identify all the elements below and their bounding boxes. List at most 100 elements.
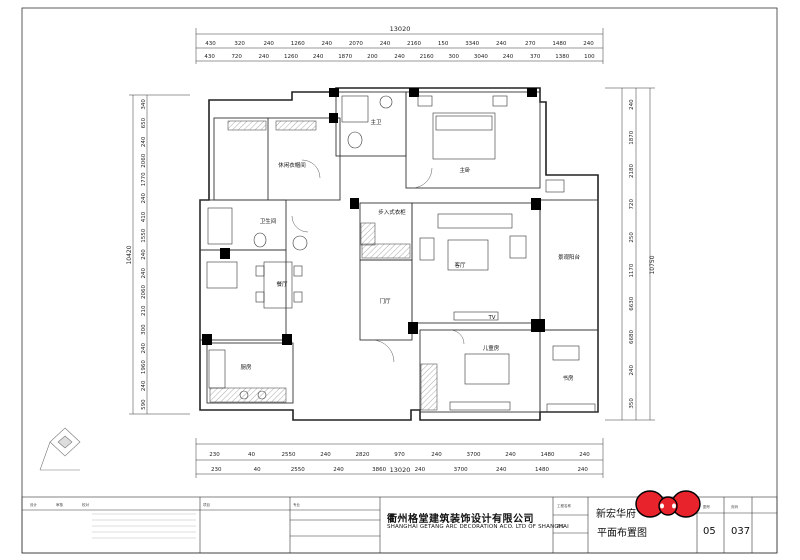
company-name-cn: 衢州格堂建筑装饰设计有限公司 <box>387 514 534 525</box>
right-dim-label: 1170 <box>629 263 635 277</box>
overall-top-dim: 13020 <box>390 25 411 33</box>
left-dim-label: 340 <box>141 99 147 110</box>
top-dim-label: 240 <box>583 41 594 47</box>
top-dim-label: 240 <box>380 41 391 47</box>
left-dim-label: 650 <box>141 117 147 128</box>
right-dim-label: 6630 <box>629 296 635 310</box>
top-dim-label: 1870 <box>338 54 352 60</box>
top-dim-label: 1380 <box>555 54 569 60</box>
title-block <box>21 496 778 554</box>
tb-label-review: 审核 <box>56 502 63 507</box>
left-dim-col: 3406502402060177024041015502402402060210… <box>141 99 147 410</box>
bottom-dim-label: 3700 <box>467 452 481 458</box>
right-dim-label: 250 <box>629 232 635 243</box>
bottom-dim-label: 240 <box>577 467 588 473</box>
bottom-dim-label: 240 <box>496 467 507 473</box>
room-tv: TV <box>487 315 495 321</box>
top-dim-label: 2070 <box>349 41 363 47</box>
sheet-number: 05 <box>703 526 716 537</box>
room-master-bedroom: 主卧 <box>459 166 471 174</box>
tb-label-proj-name: 工程名称 <box>557 503 571 508</box>
right-dim-label: 1870 <box>629 130 635 144</box>
bottom-dim-label: 40 <box>254 467 261 473</box>
bottom-dim-label: 240 <box>431 452 442 458</box>
tb-label-project: 项目 <box>203 502 210 507</box>
right-dim-label: 350 <box>629 398 635 409</box>
interior-walls <box>199 91 599 413</box>
top-dim-label: 3040 <box>474 54 488 60</box>
room-living: 客厅 <box>454 261 466 269</box>
bottom-dim-label: 240 <box>320 452 331 458</box>
left-dim-label: 240 <box>141 136 147 147</box>
structural-columns <box>202 88 545 345</box>
overall-left-dim: 10420 <box>126 245 133 264</box>
left-dim-label: 1960 <box>141 360 147 374</box>
left-dim-label: 210 <box>141 305 147 316</box>
top-dim-label: 1480 <box>552 41 566 47</box>
room-study: 书房 <box>562 374 574 382</box>
bottom-dimensions <box>195 438 604 478</box>
left-dim-label: 240 <box>141 192 147 203</box>
tb-label-drawing-name: 图名 <box>557 523 564 528</box>
bottom-dim-label: 240 <box>579 452 590 458</box>
tb-label-check: 校对 <box>82 502 89 507</box>
top-dim-label: 240 <box>313 54 324 60</box>
top-dim-label: 150 <box>438 41 449 47</box>
room-guest-bath: 卫生间 <box>260 217 277 225</box>
bottom-dim-label: 2820 <box>356 452 370 458</box>
tb-label-page: 页码 <box>731 504 739 509</box>
room-dining: 餐厅 <box>276 280 288 288</box>
room-cloakroom: 休闲衣帽间 <box>278 161 306 169</box>
right-dimensions <box>605 87 655 421</box>
left-dim-label: 2060 <box>141 153 147 167</box>
top-dim-label: 240 <box>259 54 270 60</box>
door-swings <box>291 159 465 363</box>
right-dim-label: 240 <box>629 99 635 110</box>
right-dim-label: 240 <box>629 364 635 375</box>
top-dimensions: 13020 <box>195 25 604 64</box>
room-master-bath: 主卫 <box>370 118 382 126</box>
top-dim-label: 2160 <box>407 41 421 47</box>
bottom-dim-label: 230 <box>211 467 222 473</box>
overall-bottom-dim: 13020 <box>390 466 411 474</box>
bottom-dim-label: 3700 <box>454 467 468 473</box>
room-foyer: 门厅 <box>379 297 391 305</box>
bottom-dim-label: 2550 <box>282 452 296 458</box>
top-dim-label: 430 <box>205 41 216 47</box>
left-dimensions <box>129 94 190 415</box>
top-dim-label: 270 <box>525 41 536 47</box>
bottom-dim-label: 1480 <box>535 467 549 473</box>
top-dim-label: 240 <box>496 41 507 47</box>
left-dim-label: 590 <box>141 399 147 410</box>
top-dim-label: 240 <box>322 41 333 47</box>
top-dim-label: 1260 <box>291 41 305 47</box>
company-name-en: SHANGHAI GETANG ARC DECORATION ACO. LTD … <box>387 524 569 530</box>
room-sunroom: 景观阳台 <box>558 253 581 261</box>
tb-label-specialty: 专业 <box>293 502 301 507</box>
bottom-dim-label: 240 <box>415 467 426 473</box>
left-dim-label: 410 <box>141 211 147 222</box>
right-dim-label: 720 <box>629 198 635 209</box>
drawing-name: 平面布置图 <box>597 528 647 539</box>
left-dim-label: 240 <box>141 249 147 260</box>
top-dim-label: 720 <box>231 54 242 60</box>
bottom-dim-label: 40 <box>248 452 255 458</box>
top-dim-label: 3340 <box>465 41 479 47</box>
project-name: 新宏华府 <box>596 509 636 520</box>
title-block-small-labels: 设计 审核 校对 项目 专业 工程名称 图名 图号 页码 <box>30 502 739 528</box>
bottom-dim-label: 1480 <box>541 452 555 458</box>
left-dim-label: 240 <box>141 268 147 279</box>
left-dim-label: 240 <box>141 343 147 354</box>
left-dim-label: 2060 <box>141 285 147 299</box>
top-dim-label: 100 <box>584 54 595 60</box>
bottom-dim-label: 230 <box>209 452 220 458</box>
left-dim-label: 1550 <box>141 228 147 242</box>
top-dim-label: 1260 <box>284 54 298 60</box>
bottom-dim-label: 970 <box>394 452 405 458</box>
left-dim-label: 240 <box>141 380 147 391</box>
left-dim-label: 300 <box>141 324 147 335</box>
